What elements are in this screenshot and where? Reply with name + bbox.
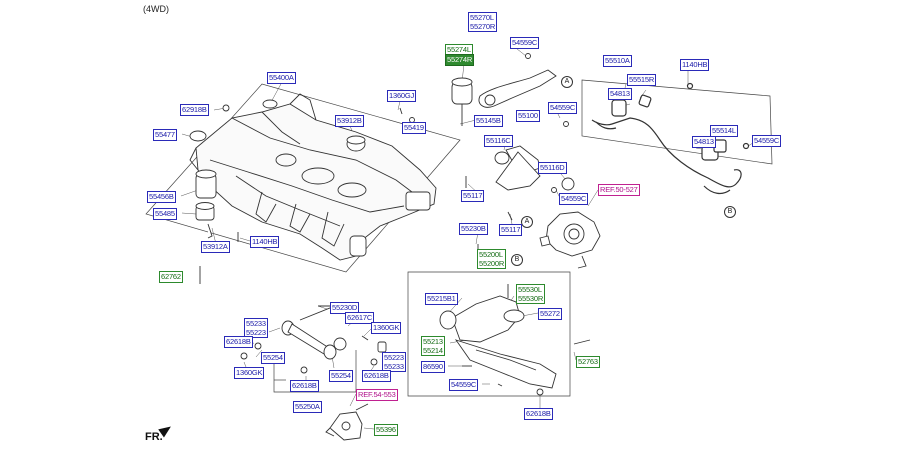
callout-a-mid: A [521,216,533,228]
part-label-55117-a[interactable]: 55117 [461,190,485,202]
part-label-55117-b[interactable]: 55117 [499,224,523,236]
part-label-55223-a[interactable]: 55223 [246,328,266,337]
part-label-54813-a[interactable]: 54813 [608,88,632,100]
part-label-62617c[interactable]: 62617C [345,312,375,324]
part-label-55456b[interactable]: 55456B [147,191,176,203]
part-label-55233-b[interactable]: 55233 [384,362,404,371]
part-label-55200r[interactable]: 55200R [479,259,505,268]
part-label-55213-55214[interactable]: 55213 55214 [421,336,445,356]
upper-control-arm [451,53,569,127]
part-label-55233-a[interactable]: 55233 [246,319,266,328]
part-label-54559c-d[interactable]: 54559C [752,135,782,147]
drive-variant-note: (4WD) [143,4,169,14]
part-label-54559c-a[interactable]: 54559C [510,37,540,49]
callout-a-top: A [561,76,573,88]
part-label-55230d[interactable]: 55230D [330,302,360,314]
part-label-55515r[interactable]: 55515R [627,74,657,86]
part-label-55254-a[interactable]: 55254 [261,352,285,364]
part-label-55530l[interactable]: 55530L [518,285,542,294]
part-label-55233-55223-a[interactable]: 55233 55223 [244,318,268,338]
ref-link-50-527[interactable]: REF.50-527 [598,184,640,196]
part-label-55274r[interactable]: 55274R [445,54,475,66]
subframe-crossmember [189,93,437,261]
lower-control-arm [439,244,591,396]
part-label-55396[interactable]: 55396 [374,424,398,436]
part-label-55419[interactable]: 55419 [402,122,426,134]
part-label-55254-b[interactable]: 55254 [329,370,353,382]
part-label-55214[interactable]: 55214 [423,346,443,355]
knuckle-assembly [539,211,601,269]
part-label-55145b[interactable]: 55145B [474,115,503,127]
part-label-62618b-c[interactable]: 62618B [362,370,391,382]
callout-b-right: B [724,206,736,218]
part-label-55510a[interactable]: 55510A [603,55,632,67]
front-direction-label: FR. [145,431,163,443]
part-label-55270[interactable]: 55270L 55270R [468,12,498,32]
part-label-62918b[interactable]: 62918B [180,104,209,116]
part-label-55514l[interactable]: 55514L [710,125,738,137]
part-label-55270r[interactable]: 55270R [470,22,496,31]
part-label-1140hb-b[interactable]: 1140HB [680,59,710,71]
part-label-54559c-c[interactable]: 54559C [559,193,589,205]
part-label-55230b[interactable]: 55230B [459,223,488,235]
part-label-55215b1[interactable]: 55215B1 [425,293,458,305]
stabilizer-bar [591,82,750,195]
part-label-1360gk-b[interactable]: 1360GK [371,322,402,334]
part-label-55116c[interactable]: 55116C [484,135,513,147]
part-label-55530r[interactable]: 55530R [518,294,544,303]
part-label-55250a[interactable]: 55250A [293,401,322,413]
lower-arm-55100 [465,145,575,221]
part-label-55116d[interactable]: 55116D [538,162,567,174]
part-label-55272[interactable]: 55272 [538,308,562,320]
callout-b-mid: B [511,254,523,266]
part-label-55270l[interactable]: 55270L [470,13,494,22]
part-label-52763[interactable]: 52763 [576,356,600,368]
part-label-54559c-b[interactable]: 54559C [548,102,578,114]
part-label-54559c-e[interactable]: 54559C [449,379,479,391]
part-label-55530[interactable]: 55530L 55530R [516,284,546,304]
part-label-1360gk-a[interactable]: 1360GK [234,367,265,379]
part-label-55400a[interactable]: 55400A [267,72,296,84]
part-label-55213[interactable]: 55213 [423,337,443,346]
ref-link-54-553[interactable]: REF.54-553 [356,389,398,401]
part-label-1140hb-a[interactable]: 1140HB [250,236,280,248]
bracket-55396 [325,403,369,441]
part-label-86590[interactable]: 86590 [421,361,445,373]
part-label-55477[interactable]: 55477 [153,129,177,141]
part-label-55200[interactable]: 55200L 55200R [477,249,507,269]
part-label-1360gj[interactable]: 1360GJ [387,90,417,102]
part-label-53912b[interactable]: 53912B [335,115,364,127]
part-label-55223-b[interactable]: 55223 [384,353,404,362]
part-label-62618b-d[interactable]: 62618B [524,408,553,420]
part-label-53912a[interactable]: 53912A [201,241,230,253]
part-label-55200l[interactable]: 55200L [479,250,503,259]
part-label-62618b-a[interactable]: 62618B [224,336,253,348]
part-label-55100[interactable]: 55100 [516,110,540,122]
part-label-62618b-b[interactable]: 62618B [290,380,319,392]
part-label-62762[interactable]: 62762 [159,271,183,283]
part-label-55485[interactable]: 55485 [153,208,177,220]
part-label-54813-b[interactable]: 54813 [692,136,716,148]
part-label-55223-55233-b[interactable]: 55223 55233 [382,352,406,372]
